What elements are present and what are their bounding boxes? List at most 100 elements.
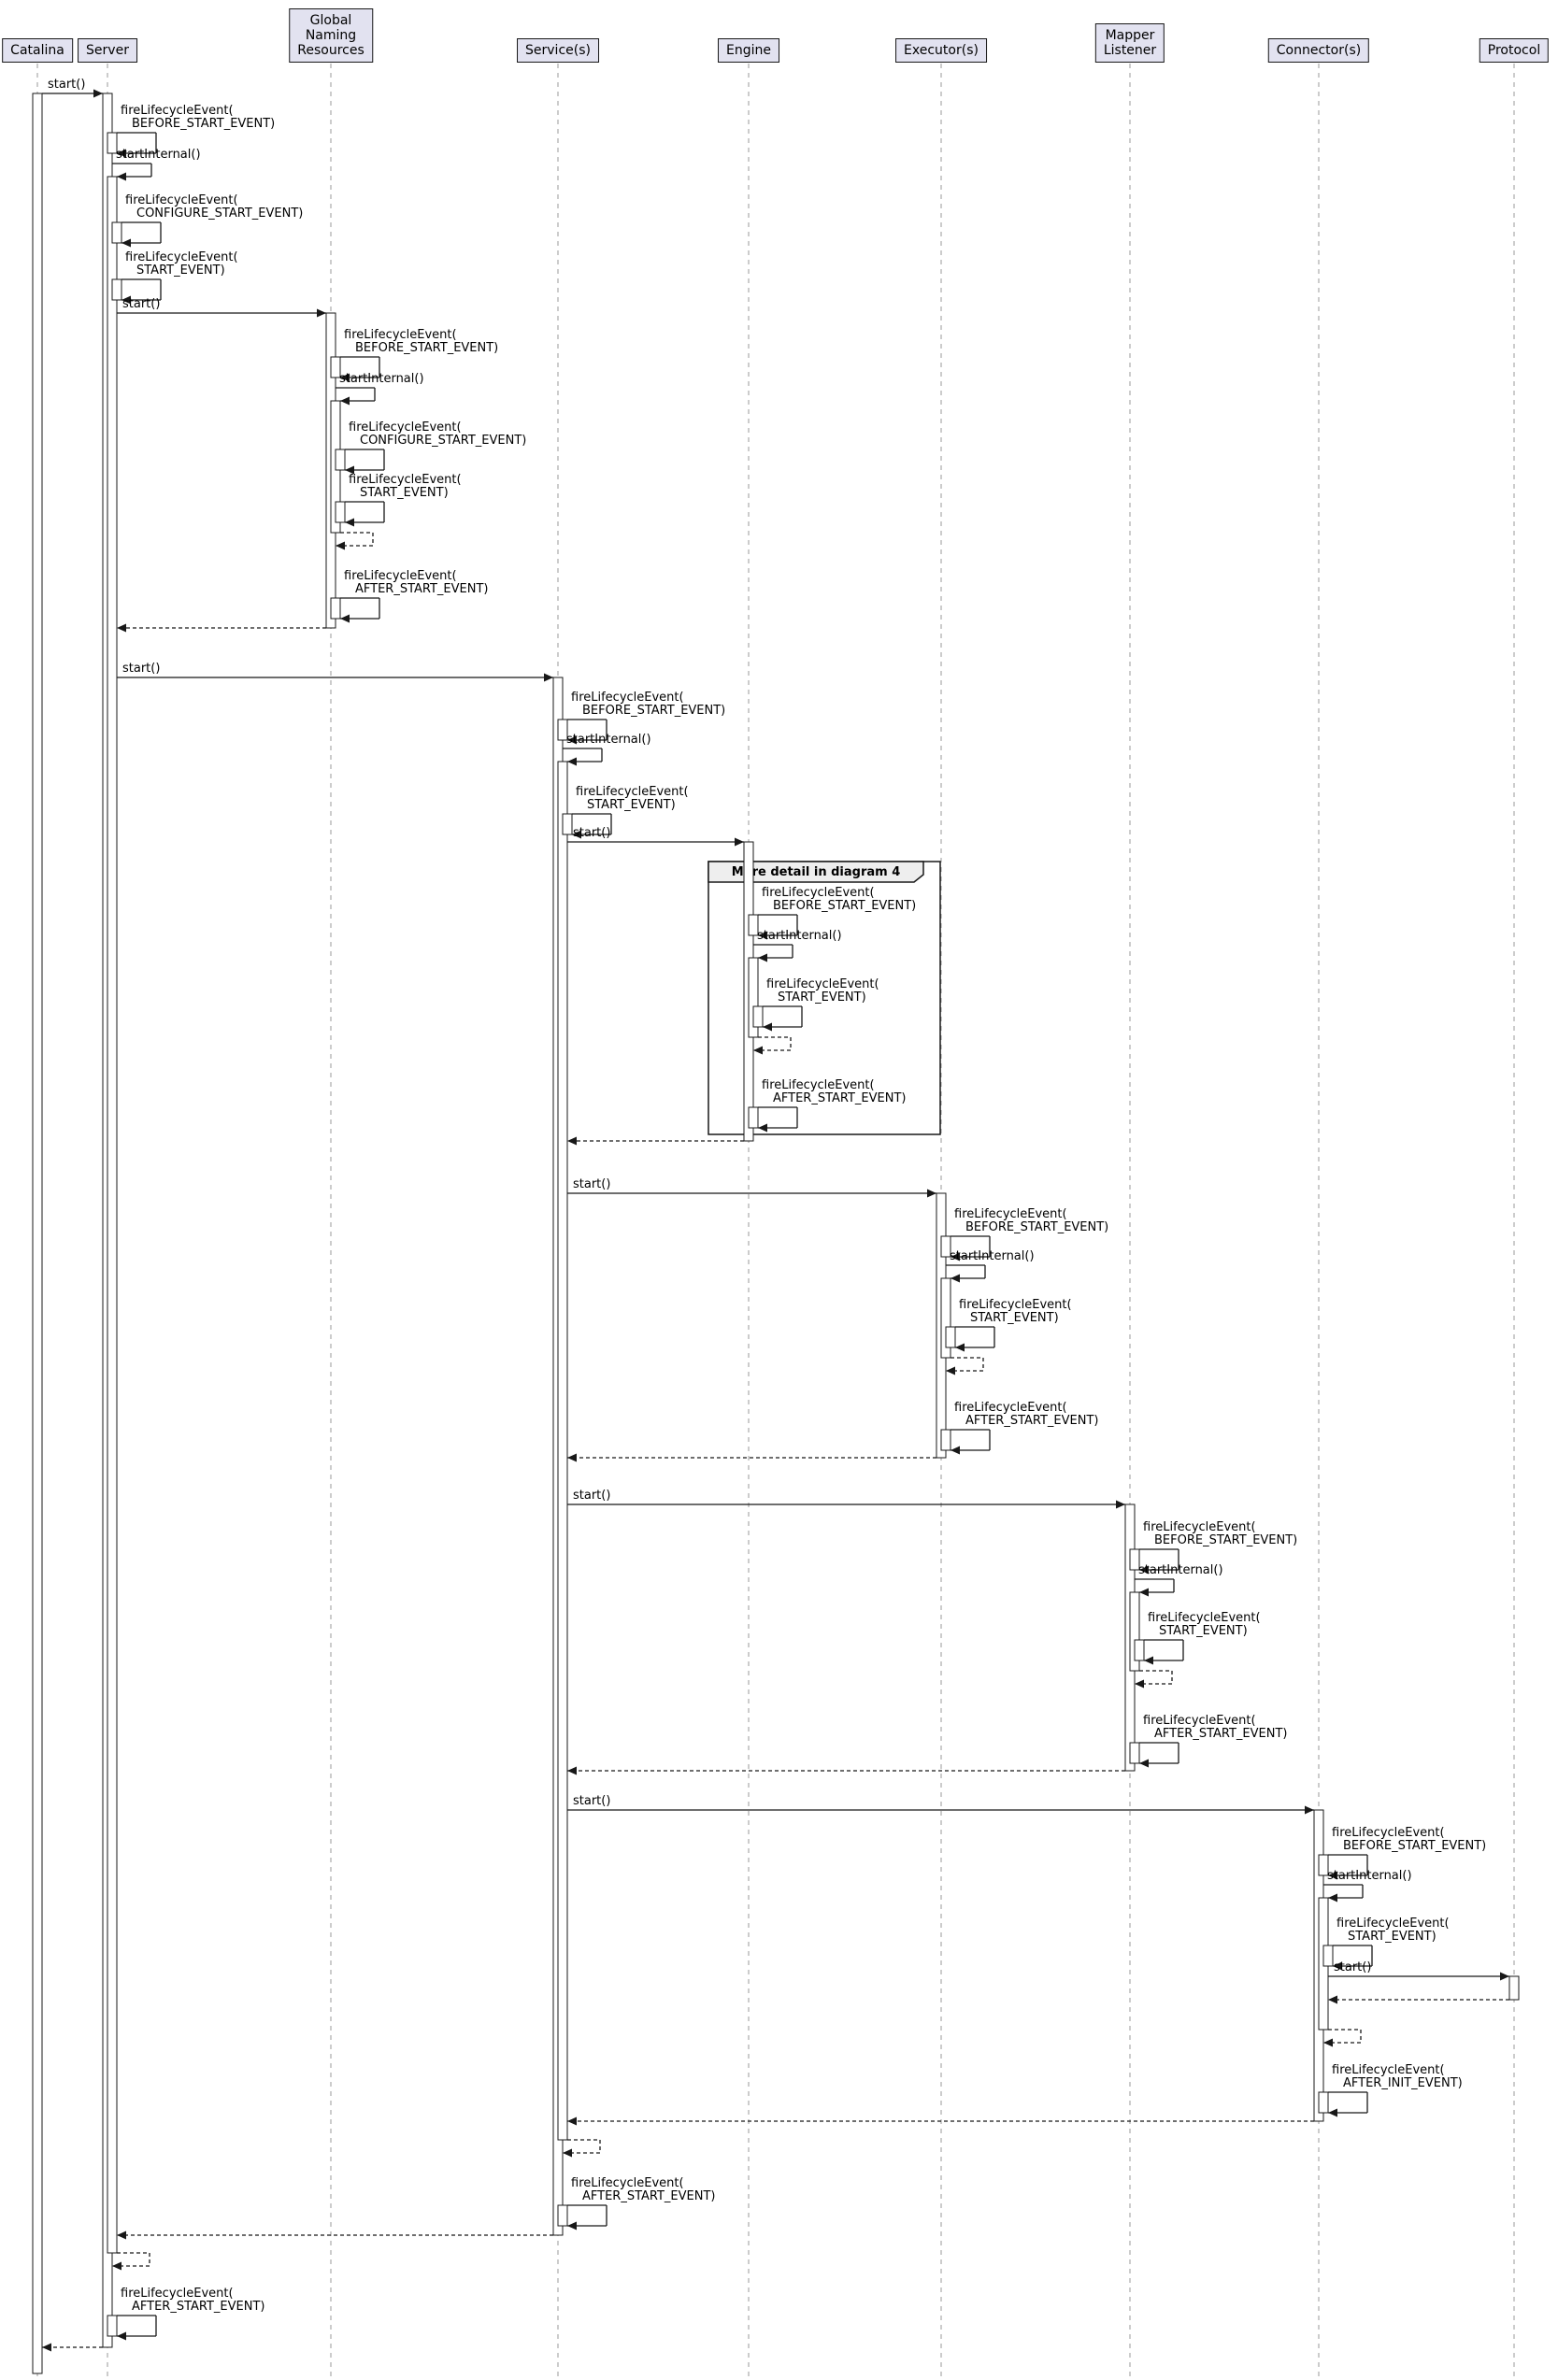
- arrowhead-icon: [336, 541, 345, 550]
- message-label: startInternal(): [757, 929, 842, 943]
- message-label: startInternal(): [566, 733, 651, 747]
- self-event-executor-27: fireLifecycleEvent(START_EVENT): [945, 1298, 1072, 1352]
- message-label: fireLifecycleEvent(: [1143, 1520, 1256, 1534]
- message-label: fireLifecycleEvent(: [1332, 2063, 1445, 2077]
- message-label: fireLifecycleEvent(: [954, 1401, 1067, 1415]
- arrowhead-icon: [1144, 1656, 1153, 1665]
- message-label: startInternal(): [339, 372, 424, 386]
- event-activation: [748, 914, 759, 936]
- arrowhead-icon: [753, 1046, 763, 1055]
- arrowhead-icon: [951, 1274, 960, 1283]
- arrowhead-icon: [758, 953, 767, 962]
- message-label: START_EVENT): [136, 264, 225, 278]
- event-activation: [748, 1106, 759, 1129]
- event-activation: [1322, 1945, 1334, 1967]
- message-label: AFTER_START_EVENT): [355, 582, 489, 596]
- message-label: START_EVENT): [778, 990, 866, 1005]
- arrowhead-icon: [735, 837, 744, 847]
- activation-protocol-l0: [1508, 1975, 1520, 2001]
- participant-label-line: Listener: [1103, 43, 1157, 58]
- event-activation: [107, 2315, 118, 2337]
- message-label: start(): [573, 1177, 610, 1191]
- event-activation: [111, 278, 122, 301]
- self-event-connector-45: fireLifecycleEvent(AFTER_INIT_EVENT): [1318, 2063, 1463, 2117]
- arrowhead-icon: [758, 1123, 767, 1133]
- message-label: BEFORE_START_EVENT): [132, 117, 275, 131]
- return-connector-to-service: [567, 2116, 1314, 2126]
- message-label: fireLifecycleEvent(: [762, 886, 875, 900]
- participant-executor: Executor(s): [895, 38, 987, 63]
- call-service-to-mapper: start(): [567, 1489, 1125, 1509]
- participant-label-line: Protocol: [1487, 43, 1541, 58]
- call-connector-to-protocol: start(): [1328, 1960, 1509, 1981]
- arrowhead-icon: [563, 2148, 572, 2158]
- event-activation: [1318, 2091, 1329, 2114]
- arrowhead-icon: [1328, 2108, 1337, 2117]
- self-event-server-3: fireLifecycleEvent(CONFIGURE_START_EVENT…: [111, 193, 303, 248]
- event-activation: [945, 1326, 956, 1348]
- return-engine-to-service: [567, 1136, 744, 1146]
- event-activation: [107, 132, 118, 154]
- arrowhead-icon: [946, 1366, 955, 1375]
- message-label: fireLifecycleEvent(: [571, 691, 684, 705]
- self-event-gnr-8: fireLifecycleEvent(CONFIGURE_START_EVENT…: [335, 420, 526, 475]
- message-label: START_EVENT): [1159, 1624, 1248, 1638]
- message-label: fireLifecycleEvent(: [766, 977, 879, 991]
- self-event-server-4: fireLifecycleEvent(START_EVENT): [111, 250, 238, 305]
- message-label: START_EVENT): [1348, 1930, 1437, 1944]
- self-event-connector-41: fireLifecycleEvent(START_EVENT): [1322, 1917, 1450, 1971]
- self-return-mapper: [1135, 1670, 1173, 1689]
- self-call-startInternal-mapper: startInternal(): [1135, 1563, 1223, 1597]
- arrowhead-icon: [567, 1766, 577, 1775]
- self-event-executor-25: fireLifecycleEvent(BEFORE_START_EVENT): [940, 1207, 1108, 1261]
- message-label: startInternal(): [1327, 1869, 1412, 1883]
- event-activation: [562, 813, 573, 835]
- message-label: BEFORE_START_EVENT): [1154, 1533, 1297, 1547]
- event-activation: [1129, 1742, 1140, 1764]
- message-label: AFTER_START_EVENT): [773, 1091, 907, 1105]
- arrowhead-icon: [1116, 1500, 1125, 1509]
- arrowhead-icon: [340, 396, 350, 406]
- event-activation: [1318, 1854, 1329, 1876]
- participant-label-line: Catalina: [10, 43, 64, 58]
- arrowhead-icon: [112, 2261, 121, 2271]
- self-event-service-16: fireLifecycleEvent(START_EVENT): [562, 785, 689, 839]
- event-activation: [752, 1005, 764, 1028]
- arrowhead-icon: [955, 1343, 965, 1352]
- event-activation: [940, 1429, 951, 1451]
- message-label: AFTER_START_EVENT): [582, 2189, 716, 2203]
- return-mapper-to-service: [567, 1766, 1125, 1775]
- self-event-engine-22: fireLifecycleEvent(AFTER_START_EVENT): [748, 1078, 907, 1133]
- self-return-gnr: [336, 532, 374, 550]
- arrowhead-icon: [1139, 1759, 1149, 1768]
- event-activation: [1134, 1639, 1145, 1661]
- self-event-service-48: fireLifecycleEvent(AFTER_START_EVENT): [557, 2176, 716, 2230]
- self-call-startInternal-engine: startInternal(): [753, 929, 842, 962]
- participant-catalina: Catalina: [2, 38, 73, 63]
- participant-label-line: Global: [309, 13, 352, 28]
- self-event-engine-20: fireLifecycleEvent(START_EVENT): [752, 977, 879, 1032]
- message-label: START_EVENT): [587, 798, 676, 812]
- participant-label-line: Mapper: [1105, 28, 1155, 43]
- participant-label-line: Server: [86, 43, 129, 58]
- arrowhead-icon: [567, 735, 577, 745]
- self-call-startInternal-server: startInternal(): [112, 148, 201, 181]
- message-label: fireLifecycleEvent(: [344, 328, 457, 342]
- arrowhead-icon: [340, 373, 350, 382]
- frame-title: More detail in diagram 4: [732, 865, 901, 879]
- message-label: fireLifecycleEvent(: [121, 2287, 234, 2301]
- arrowhead-icon: [121, 238, 131, 248]
- self-event-server-1: fireLifecycleEvent(BEFORE_START_EVENT): [107, 104, 275, 158]
- call-server-to-service: start(): [117, 662, 553, 682]
- message-label: START_EVENT): [970, 1311, 1059, 1325]
- participant-label-line: Naming: [305, 28, 357, 43]
- arrowhead-icon: [951, 1252, 960, 1261]
- arrowhead-icon: [117, 2331, 126, 2341]
- event-activation: [335, 501, 346, 523]
- activation-engine-l1: [748, 957, 759, 1038]
- call-service-to-executor: start(): [567, 1177, 936, 1198]
- arrowhead-icon: [572, 830, 581, 839]
- arrowhead-icon: [121, 295, 131, 305]
- participant-service: Service(s): [517, 38, 599, 63]
- frame-title-tab: [708, 861, 924, 883]
